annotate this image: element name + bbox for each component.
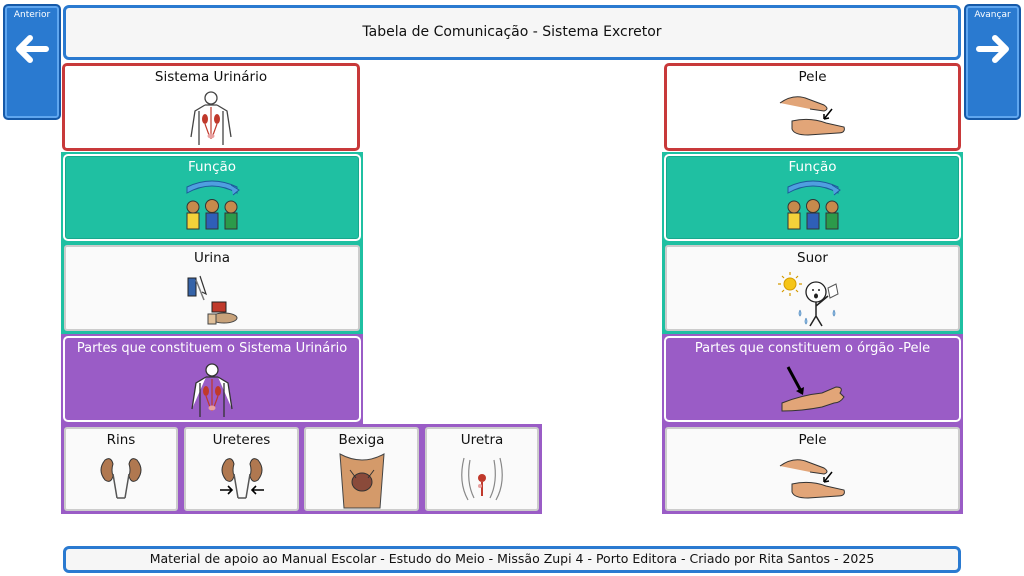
bladder-icon	[338, 453, 385, 509]
cell-label: Bexiga	[338, 432, 385, 448]
cell-pele[interactable]: Pele	[664, 63, 961, 151]
urinary-body-icon	[191, 363, 233, 417]
toilet-person-icon	[187, 275, 238, 325]
cell-urina[interactable]: Urina	[64, 245, 360, 331]
cell-label: Suor	[797, 250, 828, 266]
cell-suor[interactable]: Suor	[665, 245, 960, 331]
cell-funcao-right[interactable]: Função	[664, 154, 961, 241]
arm-skin-icon	[781, 366, 845, 412]
skin-pinch-icon	[779, 459, 845, 499]
next-label: Avançar	[974, 10, 1011, 20]
arrow-right-icon	[975, 35, 1009, 63]
cell-rins[interactable]: Rins	[64, 427, 178, 511]
cell-sistema-urinario[interactable]: Sistema Urinário	[62, 63, 360, 151]
urethra-icon	[461, 457, 503, 501]
cell-label: Partes que constituem o Sistema Urinário	[76, 341, 348, 356]
cell-pele-organ[interactable]: Pele	[665, 427, 960, 511]
cell-label: Função	[187, 159, 237, 175]
ureters-icon	[219, 458, 264, 499]
cell-label: Urina	[193, 250, 230, 266]
skin-pinch-icon	[779, 96, 845, 136]
footer-credits: Material de apoio ao Manual Escolar - Es…	[63, 546, 961, 573]
cell-label: Pele	[798, 69, 827, 85]
sweat-person-icon	[777, 272, 839, 327]
arrow-left-icon	[16, 35, 49, 63]
cell-label: Ureteres	[212, 432, 271, 448]
cell-label: Sistema Urinário	[154, 69, 268, 85]
cell-label: Função	[788, 159, 837, 175]
cell-ureteres[interactable]: Ureteres	[184, 427, 299, 511]
next-button[interactable]: Avançar	[964, 4, 1021, 120]
cell-bexiga[interactable]: Bexiga	[304, 427, 419, 511]
cell-label: Partes que constituem o órgão -Pele	[694, 341, 931, 356]
cell-funcao-left[interactable]: Função	[63, 154, 361, 241]
cell-label: Pele	[798, 432, 827, 448]
cell-uretra[interactable]: Uretra	[425, 427, 539, 511]
page-title: Tabela de Comunicação - Sistema Excretor	[63, 5, 961, 60]
kidneys-icon	[100, 458, 142, 499]
previous-button[interactable]: Anterior	[3, 4, 61, 120]
cell-label: Uretra	[460, 432, 504, 448]
cell-label: Rins	[106, 432, 136, 448]
urinary-body-icon	[190, 91, 232, 145]
function-people-icon	[186, 180, 240, 230]
previous-label: Anterior	[13, 10, 51, 20]
function-people-icon	[787, 180, 841, 230]
cell-partes-urinario[interactable]: Partes que constituem o Sistema Urinário	[63, 336, 361, 422]
cell-partes-pele[interactable]: Partes que constituem o órgão -Pele	[664, 336, 961, 422]
